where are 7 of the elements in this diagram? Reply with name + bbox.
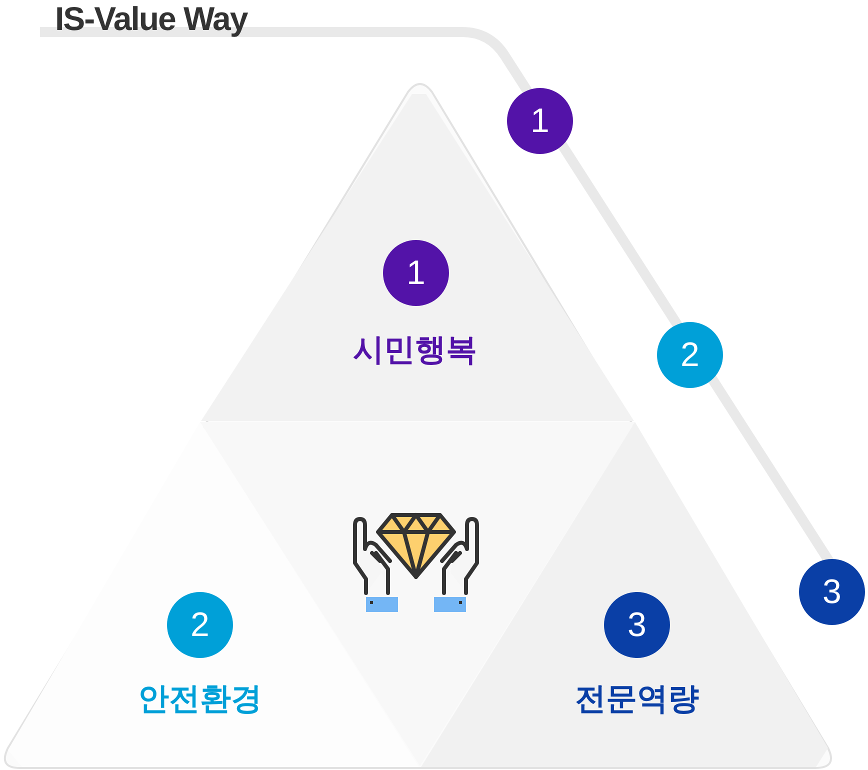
section-label: 안전환경 <box>138 680 262 719</box>
number-badge: 1 <box>507 88 573 154</box>
title: IS-Value Way <box>55 0 248 38</box>
section-label: 시민행복 <box>353 331 477 370</box>
number-badge: 2 <box>657 322 723 388</box>
number-badge: 3 <box>799 559 865 625</box>
section-label: 전문역량 <box>575 680 699 719</box>
